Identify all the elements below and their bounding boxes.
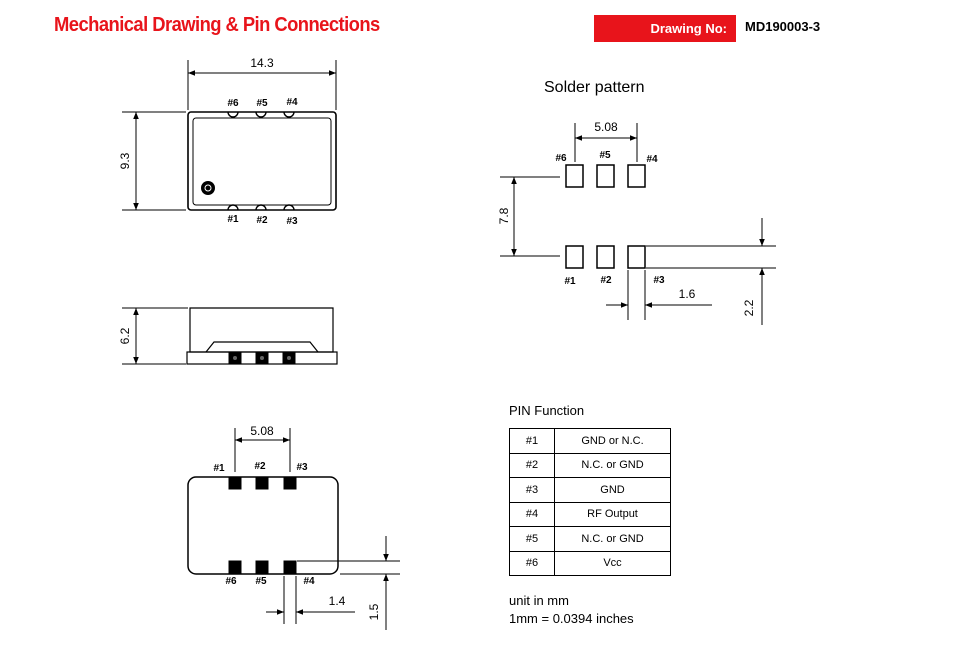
bottom-pin-label-2: #2 (254, 461, 266, 472)
top-pin-label-3: #3 (286, 216, 298, 227)
package-outline (187, 111, 337, 211)
units-line-2: 1mm = 0.0394 inches (509, 611, 634, 626)
solder-pad-width-dim: 1.6 (679, 287, 696, 301)
pin-number: #5 (509, 526, 555, 552)
pin-function: N.C. or GND (554, 452, 671, 478)
bottom-pin-label-3: #3 (296, 462, 308, 473)
top-view (122, 60, 337, 211)
drawing-number-value: MD190003-3 (745, 19, 821, 34)
page-title: Mechanical Drawing & Pin Connections (54, 14, 380, 36)
solder-pin-label-6: #6 (555, 153, 567, 164)
pin-number: #6 (509, 550, 555, 576)
solder-pitch-dim: 5.08 (594, 120, 618, 134)
pin-number: #4 (509, 501, 555, 527)
solder-pin-label-4: #4 (646, 154, 658, 165)
solder-pin-label-5: #5 (599, 150, 611, 161)
side-view (122, 307, 338, 365)
side-height-dim: 6.2 (118, 327, 132, 344)
top-height-dim: 9.3 (118, 152, 132, 169)
pin-function-title: PIN Function (509, 403, 585, 418)
top-pin-label-2: #2 (256, 215, 268, 226)
top-pin-label-6: #6 (227, 98, 239, 109)
solder-pattern (500, 123, 776, 325)
solder-pad (596, 245, 615, 269)
solder-pad (596, 164, 615, 188)
solder-pin-label-2: #2 (600, 275, 612, 286)
pin-function: RF Output (554, 501, 671, 527)
pin-number: #3 (509, 477, 555, 503)
top-pin-label-4: #4 (286, 97, 298, 108)
top-pin-label-5: #5 (256, 98, 268, 109)
solder-pin-label-3: #3 (653, 275, 665, 286)
solder-pad (627, 245, 646, 269)
solder-pad-height-dim: 2.2 (742, 299, 756, 316)
pin1-marker-dot (201, 181, 215, 195)
pin-number: #2 (509, 452, 555, 478)
solder-pad (565, 245, 584, 269)
solder-pattern-title: Solder pattern (544, 79, 645, 96)
bottom-pin-label-1: #1 (213, 463, 225, 474)
top-pin-label-1: #1 (227, 214, 239, 225)
solder-pin-label-1: #1 (564, 276, 576, 287)
drawing-number-label: Drawing No: (594, 15, 736, 42)
pin-function: GND or N.C. (554, 428, 671, 454)
bottom-pin-label-6: #6 (225, 576, 237, 587)
bottom-package-outline (187, 476, 339, 575)
solder-pad (627, 164, 646, 188)
units-line-1: unit in mm (509, 593, 569, 608)
pin-number: #1 (509, 428, 555, 454)
bottom-pad-width-dim: 1.4 (329, 594, 346, 608)
pin-function: Vcc (554, 550, 671, 576)
top-width-dim: 14.3 (250, 56, 274, 70)
bottom-pitch-dim: 5.08 (250, 424, 274, 438)
bottom-pin-label-5: #5 (255, 576, 267, 587)
units-note: unit in mm 1mm = 0.0394 inches (509, 592, 634, 628)
bottom-view (187, 428, 400, 630)
solder-row-spacing-dim: 7.8 (497, 207, 511, 224)
bottom-pin-label-4: #4 (303, 576, 315, 587)
solder-pad (565, 164, 584, 188)
pin-function: N.C. or GND (554, 526, 671, 552)
pin-function: GND (554, 477, 671, 503)
bottom-pad-height-dim: 1.5 (367, 603, 381, 620)
